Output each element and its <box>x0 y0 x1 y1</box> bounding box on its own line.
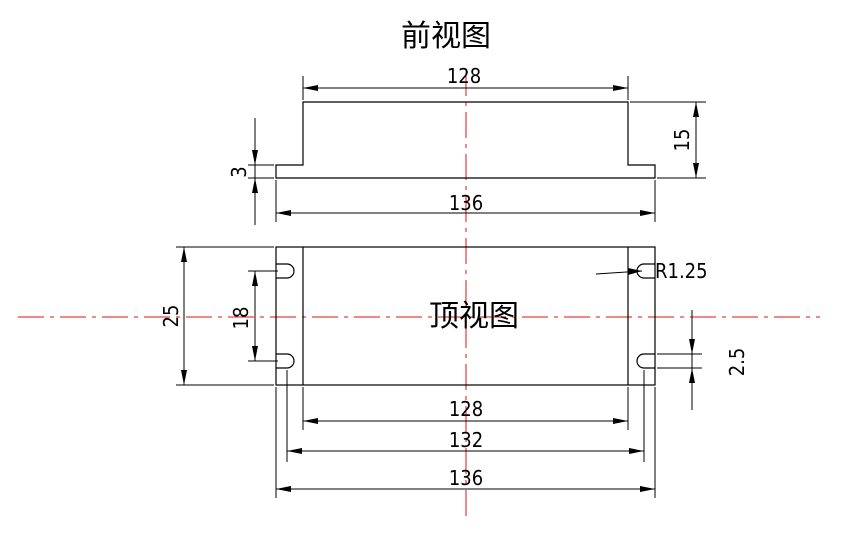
dim-top-136: 136 <box>275 387 656 498</box>
dim-front-136-label: 136 <box>449 191 483 215</box>
slot-bottom-left <box>276 353 295 369</box>
dim-radius-r125: R1.25 <box>595 259 708 283</box>
dim-front-15-label: 15 <box>670 129 694 152</box>
dim-slot-2-5: 2.5 <box>657 310 749 410</box>
dim-top-128-label: 128 <box>449 397 483 421</box>
dim-top-18-label: 18 <box>229 307 253 330</box>
dim-radius-label: R1.25 <box>655 259 708 283</box>
dim-top-25-label: 25 <box>159 305 183 328</box>
top-view-outline <box>275 246 656 386</box>
dim-top-18: 18 <box>229 270 278 362</box>
slot-bottom-right <box>636 353 655 369</box>
dim-front-128-label: 128 <box>447 64 481 88</box>
front-view-outline <box>275 101 656 179</box>
dim-front-136: 136 <box>275 180 656 222</box>
dim-top-132-label: 132 <box>449 428 483 452</box>
dim-front-128: 128 <box>302 64 629 100</box>
top-view-title: 顶视图 <box>429 299 519 334</box>
dim-top-128: 128 <box>302 387 629 430</box>
dim-slot-2-5-label: 2.5 <box>725 348 749 377</box>
front-view-title: 前视图 <box>401 19 491 54</box>
dim-top-25: 25 <box>159 246 274 386</box>
dim-front-15: 15 <box>630 101 706 179</box>
dim-front-3: 3 <box>227 118 274 225</box>
slot-top-left <box>276 263 295 279</box>
dim-front-3-label: 3 <box>227 166 251 177</box>
dim-top-136-label: 136 <box>449 466 483 490</box>
dim-top-132: 132 <box>286 370 645 462</box>
